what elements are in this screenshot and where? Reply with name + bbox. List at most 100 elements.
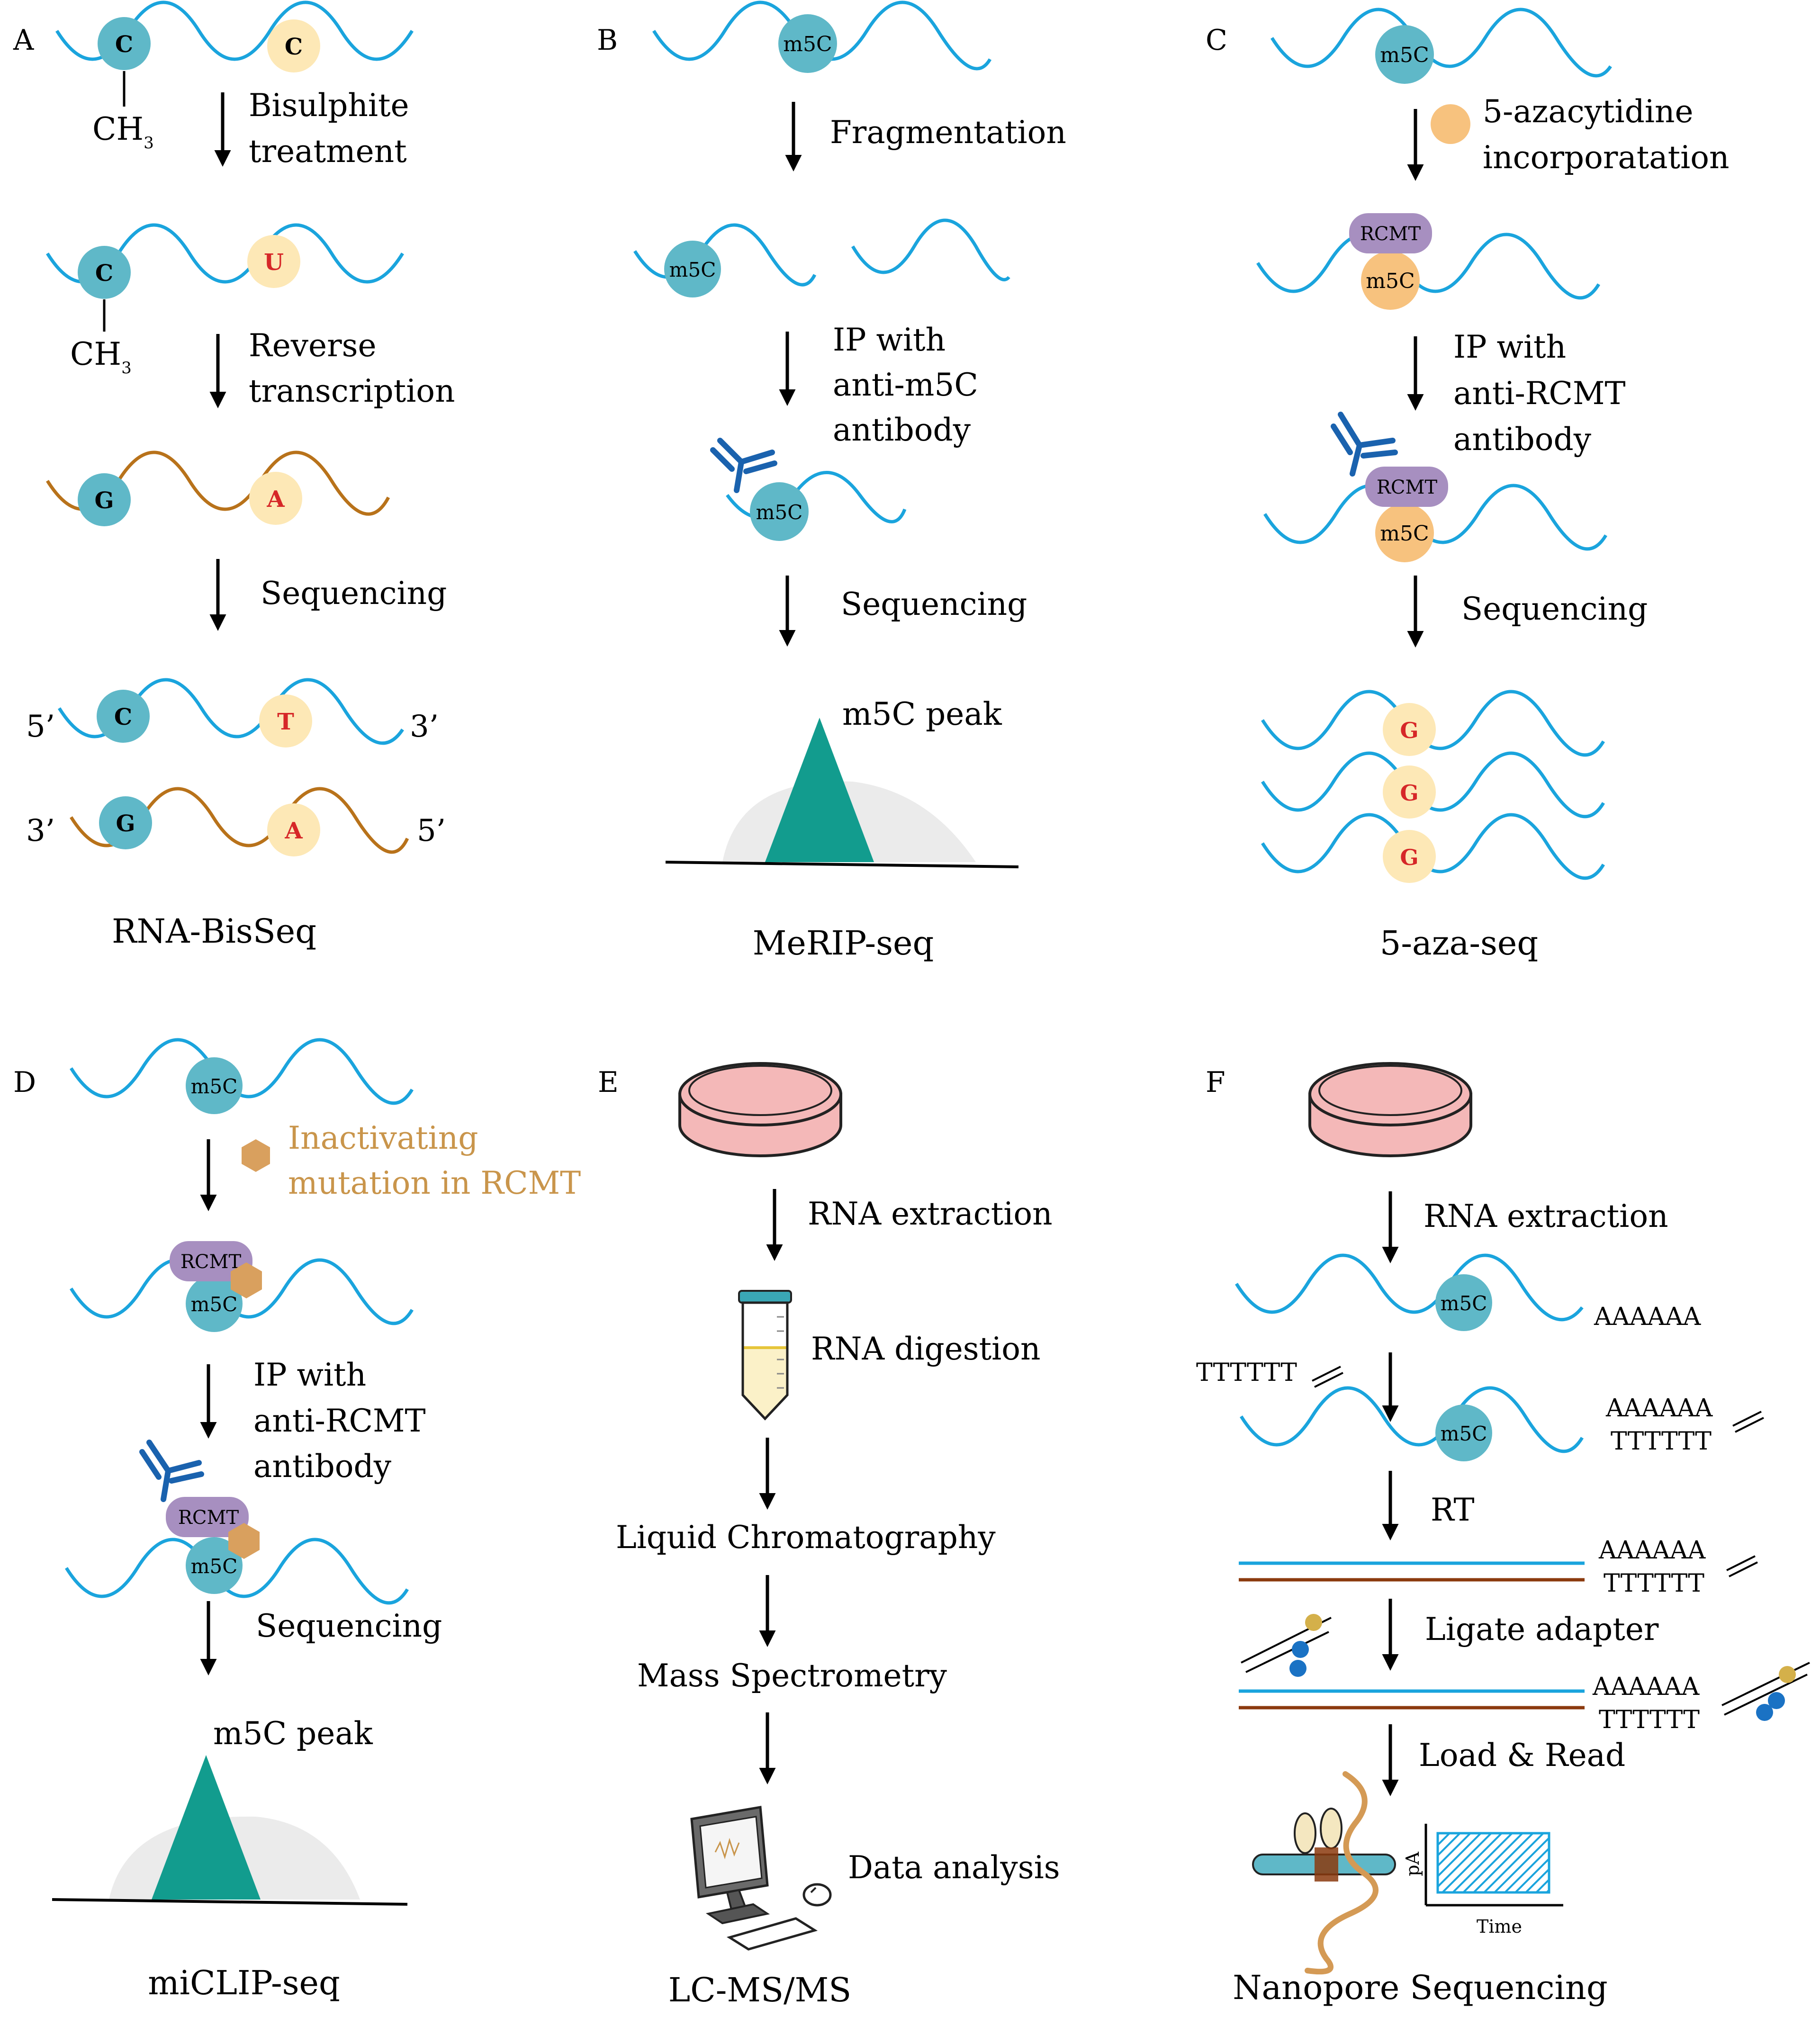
tube-icon xyxy=(738,1290,792,1421)
antibody-icon xyxy=(1331,412,1398,477)
uracil xyxy=(247,235,300,288)
methyl-label: CH3 xyxy=(70,336,132,378)
mutation-hexagon-icon xyxy=(231,1262,262,1298)
step-label: Liquid Chromatography xyxy=(616,1519,996,1556)
base-label: A xyxy=(266,486,285,513)
mutation-hexagon-icon xyxy=(228,1523,260,1559)
current-trace-plot: pA Time xyxy=(1402,1824,1563,1937)
mod-label: m5C xyxy=(191,1075,238,1098)
rcmt-enzyme xyxy=(166,1497,249,1537)
adenine xyxy=(249,472,302,525)
panel-letter: C xyxy=(1206,24,1227,57)
polya-label: AAAAAA xyxy=(1592,1673,1700,1701)
polya-label: AAAAAA xyxy=(1598,1536,1706,1565)
rna-fragment xyxy=(633,223,817,287)
antibody-icon xyxy=(710,438,777,493)
computer-icon xyxy=(690,1806,832,1951)
m5c-nucleotide xyxy=(664,241,721,297)
step-label: Load & Read xyxy=(1419,1737,1625,1774)
step-label: Sequencing xyxy=(1461,591,1648,627)
mod-label: m5C xyxy=(1441,1292,1487,1315)
aza-m5c-nucleotide xyxy=(1375,504,1434,562)
polya-label: AAAAAA xyxy=(1594,1303,1702,1331)
rna-strand xyxy=(65,1538,409,1605)
plot-yaxis-label: pA xyxy=(1402,1852,1423,1876)
base-label: A xyxy=(284,818,303,844)
break-mark-icon xyxy=(1312,1366,1343,1388)
base-label: C xyxy=(115,31,133,58)
base-label: C xyxy=(95,260,113,287)
step-label: Sequencing xyxy=(261,575,447,612)
break-mark-icon xyxy=(1726,1555,1758,1577)
mod-label: m5C xyxy=(1366,269,1415,293)
panel-e: E RNA extraction RNA digestion Liquid Ch… xyxy=(598,1062,1060,2009)
culture-dish-icon xyxy=(678,1062,842,1157)
break-mark-icon xyxy=(1732,1411,1764,1433)
rcmt-enzyme xyxy=(1349,213,1432,253)
m5c-peak-triangle xyxy=(765,718,874,862)
panel-letter: A xyxy=(13,24,34,57)
base-label: C xyxy=(285,34,303,60)
m5c-nucleotide xyxy=(778,14,837,73)
mod-label: m5C xyxy=(191,1555,238,1578)
guanine xyxy=(1383,703,1436,756)
mod-label: m5C xyxy=(756,501,803,524)
rcmt-enzyme xyxy=(1365,467,1448,507)
enzyme-label: RCMT xyxy=(1377,477,1438,498)
strand-end-label: 5’ xyxy=(417,813,446,848)
rna-strand xyxy=(1240,1386,1584,1453)
antibody-icon xyxy=(139,1440,204,1502)
step-label: Sequencing xyxy=(256,1608,442,1644)
peak-label: m5C peak xyxy=(213,1715,373,1752)
m5c-peak-triangle xyxy=(152,1755,261,1900)
guanine xyxy=(1383,765,1436,819)
nanopore-icon xyxy=(1252,1771,1396,1975)
rna-strand xyxy=(70,1258,414,1325)
m5c-nucleotide xyxy=(1435,1405,1492,1461)
step-label: Ligate adapter xyxy=(1425,1611,1659,1648)
mod-label: m5C xyxy=(1441,1422,1487,1445)
mod-label: m5C xyxy=(783,32,832,56)
baseline xyxy=(665,861,1019,868)
step-label: Fragmentation xyxy=(830,114,1066,151)
strand-end-label: 3’ xyxy=(410,709,439,744)
culture-dish-icon xyxy=(1308,1062,1472,1157)
panel-letter: B xyxy=(597,24,618,57)
base-label: G xyxy=(1400,718,1418,743)
rna-fragment xyxy=(851,218,1010,281)
base-label: G xyxy=(95,487,114,514)
polyt-label: TTTTTT xyxy=(1599,1706,1700,1734)
m5c-nucleotide xyxy=(186,1537,243,1594)
cytosine xyxy=(97,690,150,743)
guanine xyxy=(99,796,152,849)
aza-m5c-nucleotide xyxy=(1361,251,1420,310)
m5c-nucleotide xyxy=(1435,1274,1492,1331)
base-label: G xyxy=(116,810,135,837)
step-label: RNA extraction xyxy=(808,1196,1053,1232)
method-label: LC-MS/MS xyxy=(668,1971,852,2009)
strand-end-label: 3’ xyxy=(26,813,55,848)
m5c-nucleotide xyxy=(1375,25,1434,84)
rna-strand xyxy=(1270,8,1612,78)
rna-strand xyxy=(1261,751,1605,819)
enzyme-label: RCMT xyxy=(180,1251,242,1273)
base-label: C xyxy=(114,704,132,730)
mod-label: m5C xyxy=(191,1293,238,1316)
step-label: RNA extraction xyxy=(1424,1198,1668,1234)
cytosine-methylated xyxy=(98,17,151,70)
mod-label: m5C xyxy=(1380,43,1429,67)
method-label: miCLIP-seq xyxy=(148,1963,340,2002)
strand-end-label: 5’ xyxy=(26,709,55,744)
baseline xyxy=(52,1898,408,1906)
polya-label: AAAAAA xyxy=(1605,1394,1713,1423)
method-label: 5-aza-seq xyxy=(1380,924,1538,963)
